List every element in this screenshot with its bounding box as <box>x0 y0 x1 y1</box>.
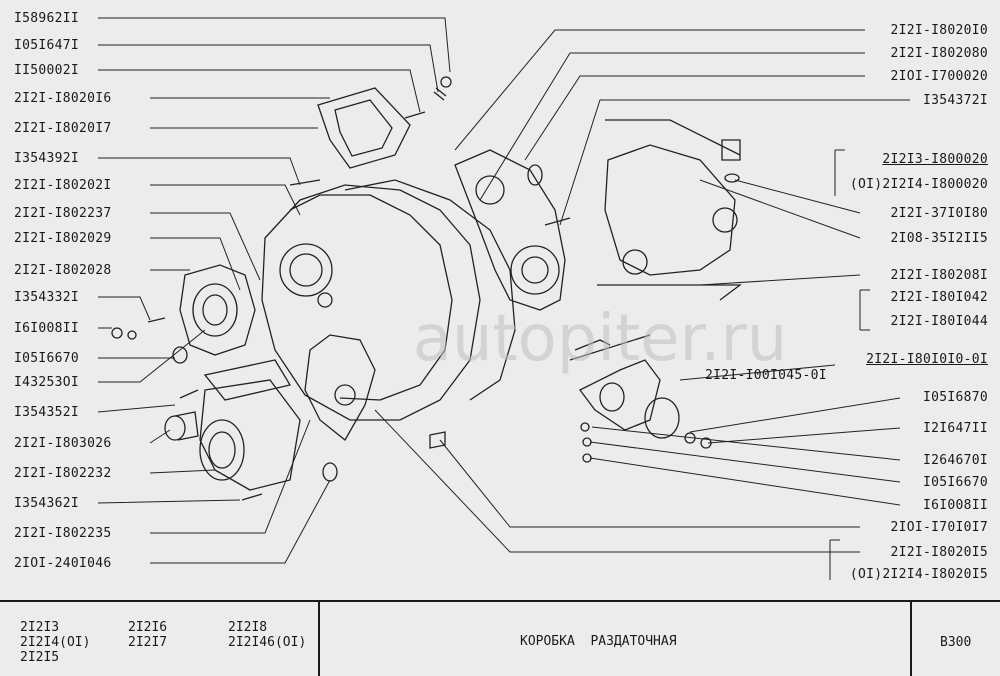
part-label: 2I2I-I00I045-0I <box>705 368 827 383</box>
part-label: 2IOI-I700020 <box>890 69 988 84</box>
part-label: (OI)2I2I4-I8020I5 <box>849 567 988 582</box>
part-label: I05I6870 <box>922 390 988 405</box>
part-label: 2I2I-I80208I <box>890 268 988 283</box>
part-label: I354372I <box>922 93 988 108</box>
part-label: 2I08-35I2II5 <box>890 231 988 246</box>
part-label: 2I2I-I802029 <box>14 231 112 246</box>
part-label: I354362I <box>14 496 80 511</box>
housing-rear-half <box>344 179 516 401</box>
model-code: 2I2I7 <box>128 635 168 650</box>
part-label: I05I6670 <box>14 351 80 366</box>
leader-lines-right <box>374 29 910 553</box>
model-code: 2I2I6 <box>128 620 168 635</box>
part-label: I6I008II <box>922 498 988 513</box>
part-label: 2I2I-I8020I6 <box>14 91 112 106</box>
model-code: 2I2I46(OI) <box>228 635 307 650</box>
part-label: 2I2I-I803026 <box>14 436 112 451</box>
part-label: 2I2I-I8020I5 <box>890 545 988 560</box>
part-label: 2IOI-I70I0I7 <box>890 520 988 535</box>
model-code: 2I2I8 <box>228 620 268 635</box>
part-label: I264670I <box>922 453 988 468</box>
exploded-view-drawing: autopiter.ru <box>97 17 910 580</box>
part-label: I58962II <box>14 11 80 26</box>
drawing-code: B300 <box>940 635 972 650</box>
part-label: 2I2I-I80I042 <box>890 290 988 305</box>
part-label: 2I2I-I80I044 <box>890 314 988 329</box>
leader-lines-left <box>97 17 451 564</box>
title-block: 2I2I3 2I2I4(OI) 2I2I5 2I2I6 2I2I7 2I2I8 … <box>0 600 1000 676</box>
model-code: 2I2I5 <box>20 650 60 665</box>
top-cover-plate <box>317 87 411 169</box>
title-block-divider <box>910 600 912 676</box>
part-label: I6I008II <box>14 321 80 336</box>
part-label: 2IOI-240I046 <box>14 556 112 571</box>
front-flange <box>179 264 256 356</box>
watermark: autopiter.ru <box>413 302 788 376</box>
part-label: I354352I <box>14 405 80 420</box>
gasket <box>203 359 292 401</box>
model-code: 2I2I4(OI) <box>20 635 91 650</box>
part-label: I354392I <box>14 151 80 166</box>
lower-bell-housing <box>199 379 301 491</box>
part-label: I354332I <box>14 290 80 305</box>
part-label: 2I2I-I802235 <box>14 526 112 541</box>
drawing-title: КОРОБКА РАЗДАТОЧНАЯ <box>520 634 677 649</box>
part-label: 2I2I3-I800020 <box>882 152 988 167</box>
part-label: 2I2I-I802028 <box>14 263 112 278</box>
assembled-unit-inset <box>604 144 736 276</box>
part-label: 2I2I-I802080 <box>890 46 988 61</box>
part-label: (OI)2I2I4-I800020 <box>849 177 988 192</box>
part-label: 2I2I-I80I0I0-0I <box>866 352 988 367</box>
part-label: II50002I <box>14 63 80 78</box>
part-label: 2I2I-I802232 <box>14 466 112 481</box>
part-label: 2I2I-I8020I7 <box>14 121 112 136</box>
part-label: I2I647II <box>922 421 988 436</box>
part-label: I05I647I <box>14 38 80 53</box>
title-block-divider <box>318 600 320 676</box>
part-label: 2I2I-37I0I80 <box>890 206 988 221</box>
title-block-top-rule <box>0 600 1000 602</box>
model-code: 2I2I3 <box>20 620 60 635</box>
part-label: 2I2I-I8020I0 <box>890 23 988 38</box>
part-label: 2I2I-I80202I <box>14 178 112 193</box>
rear-cover <box>454 149 566 311</box>
part-label: I05I6670 <box>922 475 988 490</box>
part-label: 2I2I-I802237 <box>14 206 112 221</box>
part-label: I43253OI <box>14 375 80 390</box>
